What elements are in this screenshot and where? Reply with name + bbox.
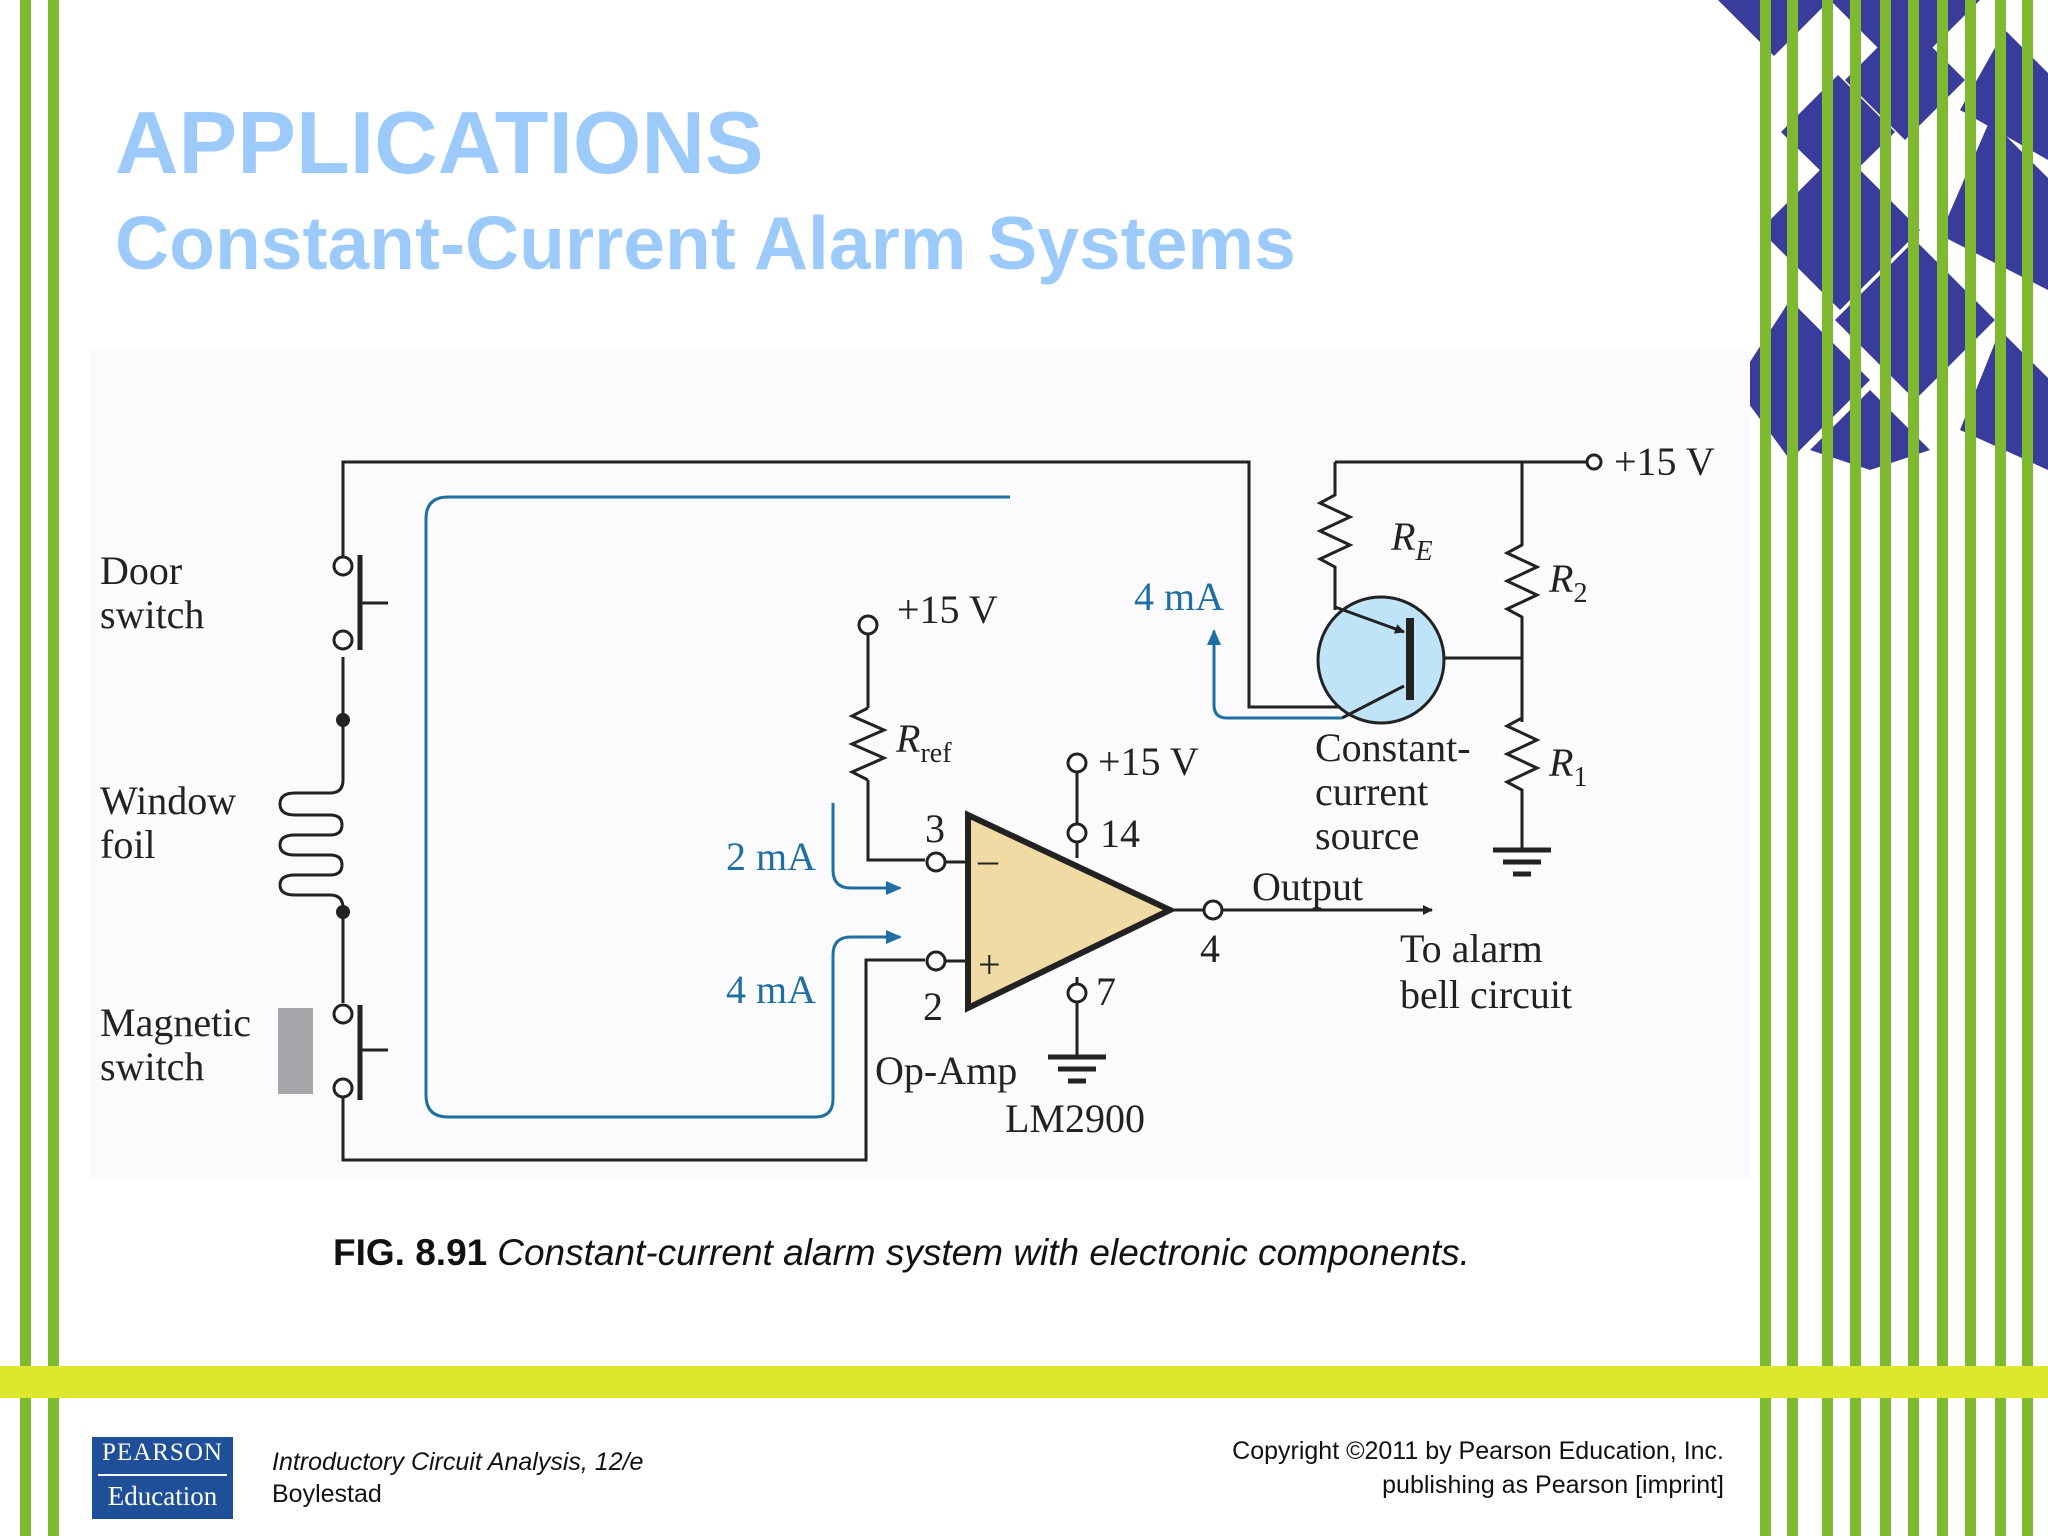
pin-label: 2: [923, 984, 943, 1029]
left-green-stripe: [48, 0, 59, 1536]
logo-top-text: PEARSON: [102, 1439, 223, 1466]
slide-title: APPLICATIONS: [115, 93, 764, 192]
rref-to-pin3: [866, 780, 925, 862]
alarm-label: bell circuit: [1400, 972, 1572, 1017]
r2-label: R2: [1548, 556, 1587, 609]
transistor-symbol: [1316, 595, 1446, 725]
imprint-text: publishing as Pearson [imprint]: [1382, 1471, 1724, 1499]
magnet-block: [278, 1008, 313, 1094]
re-resistor: [1316, 462, 1354, 610]
magnetic-switch-label: switch: [100, 1044, 204, 1089]
magnetic-switch-label: Magnetic: [100, 1000, 251, 1045]
opamp-label: Op-Amp: [875, 1048, 1017, 1093]
junction-dot: [336, 905, 350, 919]
output-label: Output: [1252, 864, 1363, 909]
figure-panel: [90, 350, 1750, 1180]
window-foil-label: Window: [100, 778, 236, 823]
door-switch-label: switch: [100, 592, 204, 637]
loop-wire-top: [341, 460, 1370, 709]
terminal-icons: [332, 453, 1603, 1099]
figure-number: FIG. 8.91: [333, 1232, 488, 1273]
footer-band: [0, 1366, 2048, 1398]
current-path-4ma: [1207, 629, 1342, 720]
left-wire: [329, 720, 345, 795]
book-info: Introductory Circuit Analysis, 12/e Boyl…: [272, 1446, 643, 1510]
current-path-loop: [424, 495, 1010, 1119]
rref-resistor: [848, 706, 888, 782]
supply-label: +15 V: [897, 587, 998, 632]
copyright-text: Copyright ©2011 by Pearson Education, In…: [1232, 1437, 1724, 1465]
rref-label: Rref: [895, 716, 952, 769]
current-path-2ma: [831, 803, 902, 895]
door-switch-label: Door: [100, 548, 182, 593]
pearson-logo: PEARSON Education: [92, 1437, 233, 1519]
alarm-label: To alarm: [1400, 926, 1543, 971]
ccs-label: source: [1315, 813, 1419, 858]
current-4ma-top-label: 4 mA: [1134, 574, 1224, 619]
window-foil: [278, 791, 344, 897]
window-foil-label: foil: [100, 822, 156, 867]
junction-dot: [336, 713, 350, 727]
r1-resistor: [1503, 658, 1541, 848]
op-amp-symbol: [965, 810, 1177, 1013]
right-green-stripes: [1760, 0, 2033, 1536]
copyright-block: Copyright ©2011 by Pearson Education, In…: [1232, 1434, 1724, 1502]
re-label: RE: [1390, 514, 1433, 567]
current-4ma-bottom-label: 4 mA: [726, 967, 816, 1012]
left-green-stripe: [20, 0, 31, 1536]
lm2900-label: LM2900: [1005, 1096, 1145, 1141]
r1-label: R1: [1548, 740, 1587, 793]
pin-label: 14: [1100, 811, 1140, 856]
supply-label: +15 V: [1614, 439, 1715, 484]
current-2ma-label: 2 mA: [726, 834, 816, 879]
logo-divider: [98, 1474, 227, 1476]
ground-icon: [1493, 847, 1551, 877]
opamp-plus-sign: +: [978, 942, 1001, 987]
ground-icon: [1048, 1054, 1106, 1084]
slide-subtitle: Constant-Current Alarm Systems: [115, 201, 1296, 285]
figure-caption-text: Constant-current alarm system with elect…: [497, 1232, 1470, 1273]
book-title: Introductory Circuit Analysis, 12/e: [272, 1448, 644, 1476]
ccs-label: current: [1315, 769, 1428, 814]
book-author: Boylestad: [272, 1480, 382, 1508]
logo-bottom-text: Education: [107, 1481, 218, 1511]
ccs-label: Constant-: [1315, 725, 1471, 770]
pin-label: 3: [925, 806, 945, 851]
loop-wire-bottom: [341, 958, 925, 1162]
supply-label: +15 V: [1098, 739, 1199, 784]
pin-label: 4: [1200, 926, 1220, 971]
opamp-minus-sign: –: [977, 837, 999, 882]
pin-label: 7: [1096, 969, 1116, 1014]
